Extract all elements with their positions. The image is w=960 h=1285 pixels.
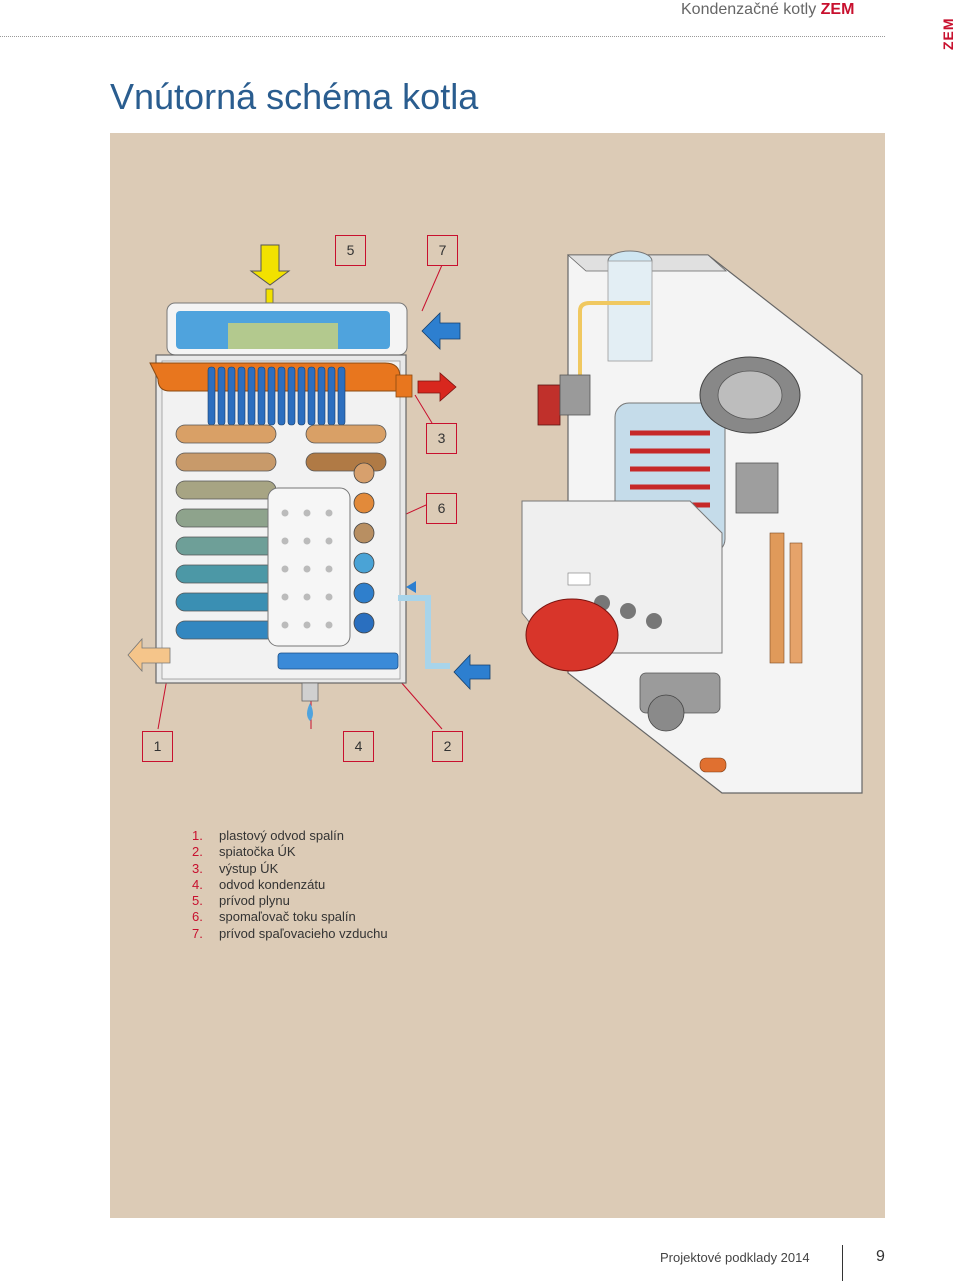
heating-return-arrow: [453, 653, 491, 691]
header-divider: [0, 36, 885, 37]
legend-item: 2.spiatočka ÚK: [192, 844, 296, 860]
legend-list: 1.plastový odvod spalín 2.spiatočka ÚK 3…: [192, 828, 388, 942]
callout-1: 1: [142, 731, 173, 762]
header-brand: ZEM: [820, 1, 855, 18]
legend-item: 3.výstup ÚK: [192, 860, 279, 876]
callout-4: 4: [343, 731, 374, 762]
callout-6: 6: [426, 493, 457, 524]
callout-3: 3: [426, 423, 457, 454]
boiler-cutaway: [521, 250, 863, 794]
condensate-drop-icon: [307, 703, 313, 721]
legend-item: 4.odvod kondenzátu: [192, 876, 326, 892]
callout-2: 2: [432, 731, 463, 762]
heat-exchanger-section: [127, 244, 491, 721]
side-tab: ZEM: [938, 0, 960, 58]
footer-doc-title: Projektové podklady 2014: [660, 1250, 810, 1265]
header-product: Kondenzačné kotly: [681, 1, 817, 18]
side-tab-label: ZEM: [940, 17, 956, 50]
legend-item: 1.plastový odvod spalín: [192, 828, 345, 843]
header-product-line: Kondenzačné kotly ZEM: [681, 0, 854, 20]
diagram-panel: 5 7 3 6 1 4 2 1.plastový odvod spalín 2.…: [110, 133, 885, 1218]
heating-flow-arrow: [417, 372, 457, 402]
callout-5: 5: [335, 235, 366, 266]
legend-item: 5.prívod plynu: [192, 893, 290, 909]
boiler-diagram: [127, 244, 863, 794]
page-title: Vnútorná schéma kotla: [110, 76, 479, 117]
legend-item: 7.prívod spaľovacieho vzduchu: [192, 925, 388, 941]
gas-inlet-arrow: [249, 244, 291, 286]
legend-item: 6.spomaľovač toku spalín: [192, 909, 356, 925]
flue-exhaust-arrow: [127, 637, 171, 673]
air-inlet-arrow: [421, 312, 461, 350]
callout-7: 7: [427, 235, 458, 266]
page-number: 9: [876, 1248, 885, 1265]
footer-divider: [842, 1245, 843, 1281]
